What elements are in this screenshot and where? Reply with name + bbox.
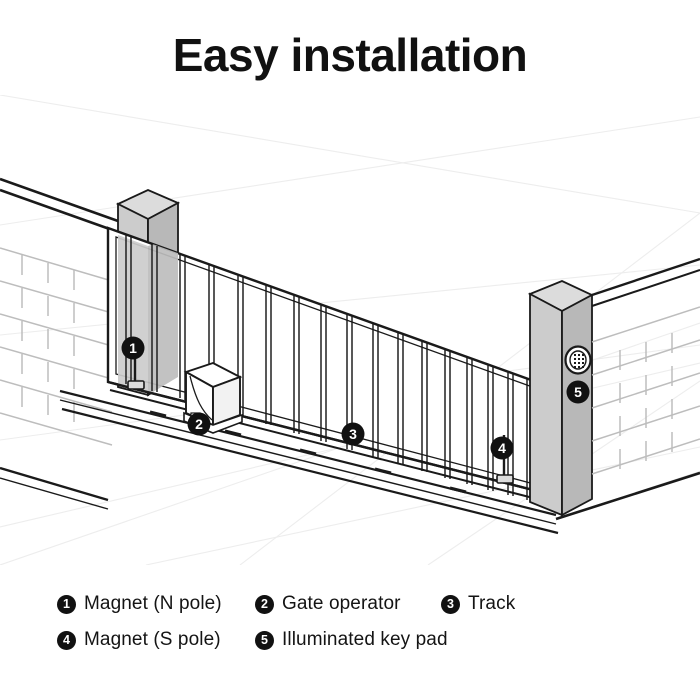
legend-badge-1: 1 xyxy=(57,594,76,614)
legend-item-magnet-s-pole: 4 Magnet (S pole) xyxy=(57,624,221,656)
legend-badge-4: 4 xyxy=(57,630,76,650)
callout-badge-1: 1 xyxy=(121,336,145,360)
callout-3-number: 3 xyxy=(349,426,357,442)
callout-badge-4: 4 xyxy=(490,436,514,460)
legend: 1 Magnet (N pole) 2 Gate operator 3 Trac… xyxy=(0,588,700,668)
legend-label-2: Gate operator xyxy=(282,593,401,614)
gate-diagram-svg: 1 2 3 4 5 xyxy=(0,94,700,566)
legend-label-1: Magnet (N pole) xyxy=(84,593,222,614)
legend-item-gate-operator: 2 Gate operator xyxy=(255,588,401,620)
legend-label-5: Illuminated key pad xyxy=(282,629,448,650)
brick-wall-left xyxy=(0,177,119,510)
callout-badge-3: 3 xyxy=(341,422,365,446)
callout-4-number: 4 xyxy=(498,440,506,456)
gate-operator-motor xyxy=(183,361,243,434)
legend-label-4: Magnet (S pole) xyxy=(84,629,221,650)
callout-1-number: 1 xyxy=(129,340,137,356)
legend-row-1: 1 Magnet (N pole) 2 Gate operator 3 Trac… xyxy=(0,588,700,620)
illuminated-key-pad[interactable] xyxy=(564,345,592,375)
ground-track-rail xyxy=(59,389,559,535)
legend-badge-3: 3 xyxy=(441,594,460,614)
callout-5-number: 5 xyxy=(574,384,582,400)
brick-wall-right xyxy=(555,257,700,521)
page-title: Easy installation xyxy=(172,29,528,81)
legend-item-illuminated-key-pad: 5 Illuminated key pad xyxy=(255,624,448,656)
legend-badge-5: 5 xyxy=(255,630,274,650)
callout-2-number: 2 xyxy=(195,416,203,432)
legend-label-3: Track xyxy=(468,593,516,614)
legend-item-track: 3 Track xyxy=(441,588,515,620)
legend-item-magnet-n-pole: 1 Magnet (N pole) xyxy=(57,588,222,620)
legend-badge-2: 2 xyxy=(255,594,274,614)
sliding-gate-panel xyxy=(106,226,547,502)
callout-badge-5: 5 xyxy=(566,380,590,404)
legend-row-2: 4 Magnet (S pole) 5 Illuminated key pad xyxy=(0,624,700,656)
installation-illustration: 1 2 3 4 5 xyxy=(0,94,700,566)
callout-badge-2: 2 xyxy=(187,412,211,436)
